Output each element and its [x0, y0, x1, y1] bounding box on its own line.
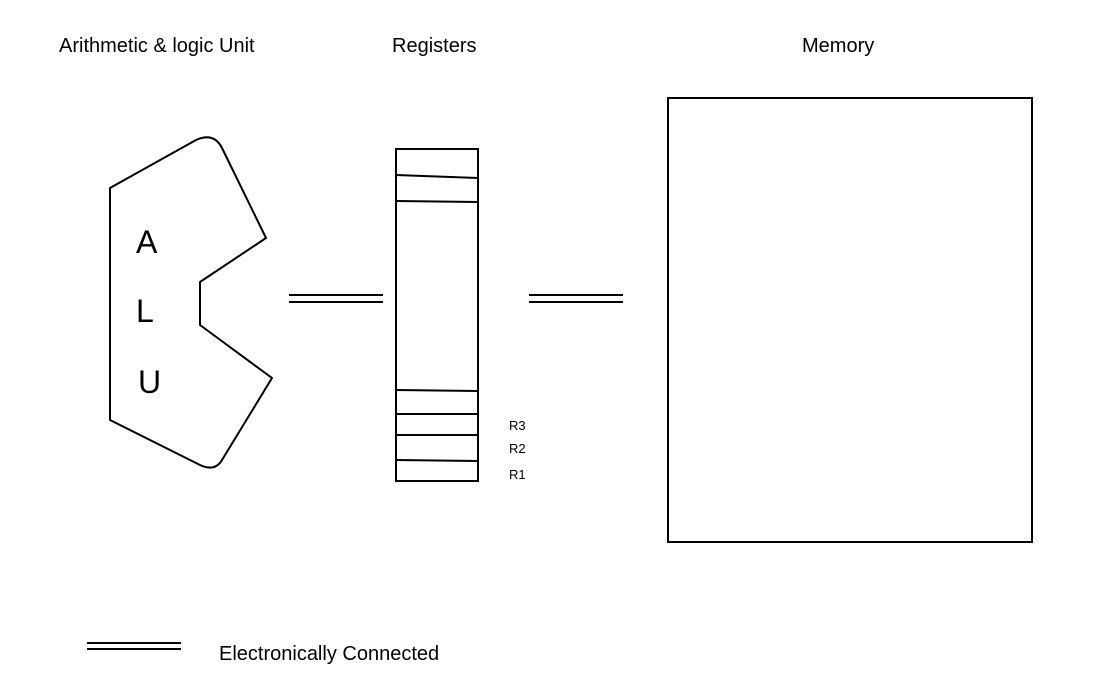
memory-title: Memory: [802, 35, 875, 57]
legend-label: Electronically Connected: [219, 643, 440, 665]
connector-registers-memory: [529, 294, 623, 303]
register-label-r1: R1: [509, 467, 526, 482]
alu-letter-a: A: [136, 224, 158, 260]
registers-block: [395, 148, 479, 482]
register-label-r2: R2: [509, 441, 526, 456]
legend-symbol: [87, 642, 181, 650]
alu-shape: [109, 136, 273, 469]
alu-title: Arithmetic & logic Unit: [59, 35, 255, 57]
register-label-r3: R3: [509, 418, 526, 433]
connector-alu-registers: [289, 294, 383, 303]
alu-letter-l: L: [136, 293, 154, 329]
alu-letter-u: U: [138, 364, 162, 400]
memory-block: [667, 97, 1033, 543]
registers-title: Registers: [392, 35, 477, 57]
